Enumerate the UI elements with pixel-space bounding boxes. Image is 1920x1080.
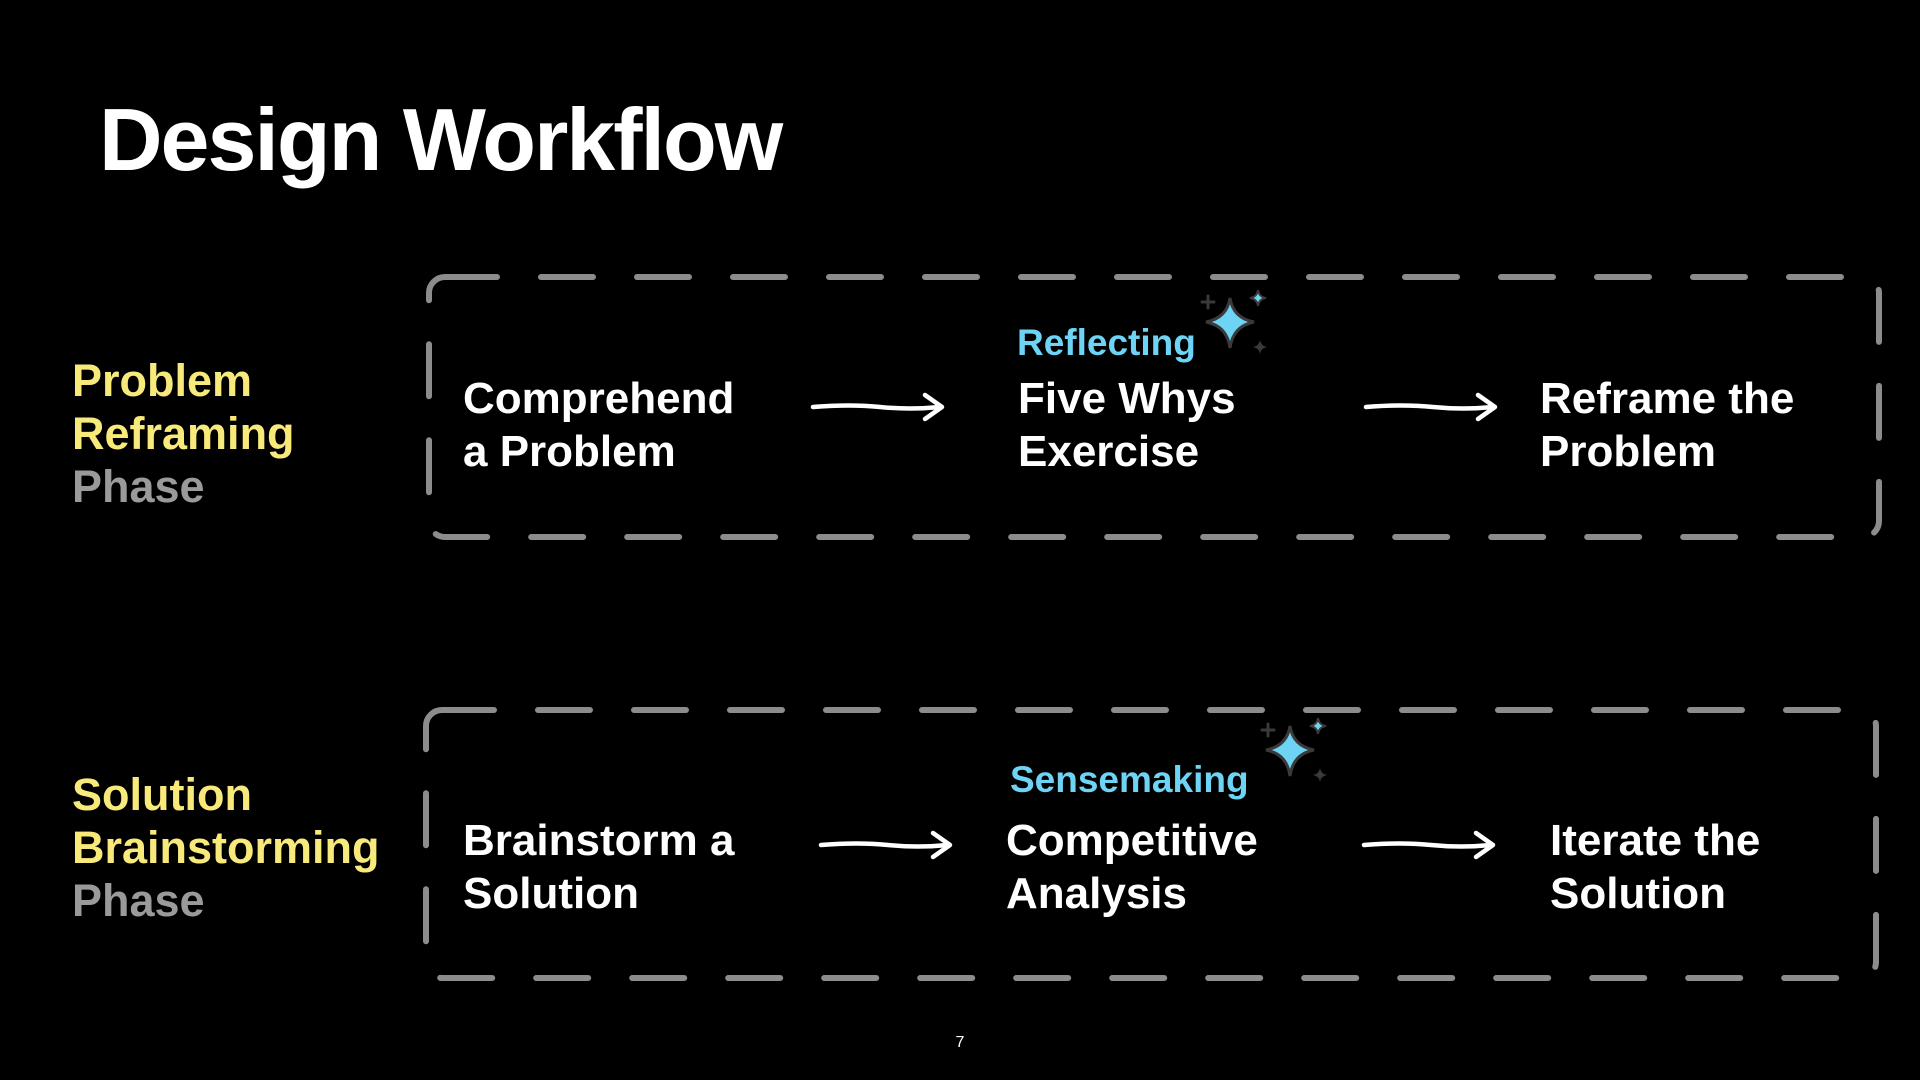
step-competitive-analysis: Competitive Analysis bbox=[1006, 814, 1258, 920]
phase-label-line: Solution bbox=[72, 769, 252, 820]
step-line: Analysis bbox=[1006, 869, 1187, 918]
arrow-right-icon bbox=[810, 392, 945, 422]
step-brainstorm-solution: Brainstorm a Solution bbox=[463, 814, 734, 920]
step-line: Reframe the bbox=[1540, 374, 1795, 423]
phase-label-problem-reframing: Problem Reframing Phase bbox=[72, 354, 295, 513]
step-tag-reflecting: Reflecting bbox=[1017, 322, 1196, 363]
phase-label-line: Reframing bbox=[72, 408, 295, 459]
step-line: a Problem bbox=[463, 427, 676, 476]
step-iterate-solution: Iterate the Solution bbox=[1550, 814, 1760, 920]
phase-frame-problem-reframing bbox=[426, 274, 1886, 542]
step-line: Comprehend bbox=[463, 374, 735, 423]
step-line: Iterate the bbox=[1550, 816, 1761, 865]
phase-label-line: Phase bbox=[72, 461, 205, 512]
slide-title: Design Workflow bbox=[99, 90, 783, 189]
phase-label-line: Brainstorming bbox=[72, 822, 380, 873]
step-line: Competitive bbox=[1006, 816, 1258, 865]
arrow-right-icon bbox=[1363, 392, 1498, 422]
step-tag-sensemaking: Sensemaking bbox=[1010, 759, 1249, 800]
phase-label-line: Phase bbox=[72, 875, 205, 926]
step-comprehend-problem: Comprehend a Problem bbox=[463, 372, 734, 478]
step-line: Problem bbox=[1540, 427, 1717, 476]
step-reframe-problem: Reframe the Problem bbox=[1540, 372, 1794, 478]
step-line: Solution bbox=[463, 869, 639, 918]
page-number: 7 bbox=[955, 1034, 965, 1051]
step-five-whys-exercise: Five Whys Exercise bbox=[1018, 372, 1236, 478]
sparkle-icon bbox=[1200, 289, 1267, 354]
step-line: Exercise bbox=[1018, 427, 1200, 476]
step-line: Brainstorm a bbox=[463, 816, 735, 865]
step-line: Solution bbox=[1550, 869, 1726, 918]
phase-label-solution-brainstorming: Solution Brainstorming Phase bbox=[72, 768, 380, 927]
phase-label-line: Problem bbox=[72, 355, 253, 406]
phase-frame-solution-brainstorming bbox=[423, 707, 1883, 983]
step-line: Five Whys bbox=[1018, 374, 1236, 423]
arrow-right-icon bbox=[1361, 830, 1496, 860]
sparkle-icon bbox=[1260, 717, 1327, 782]
arrow-right-icon bbox=[818, 830, 953, 860]
